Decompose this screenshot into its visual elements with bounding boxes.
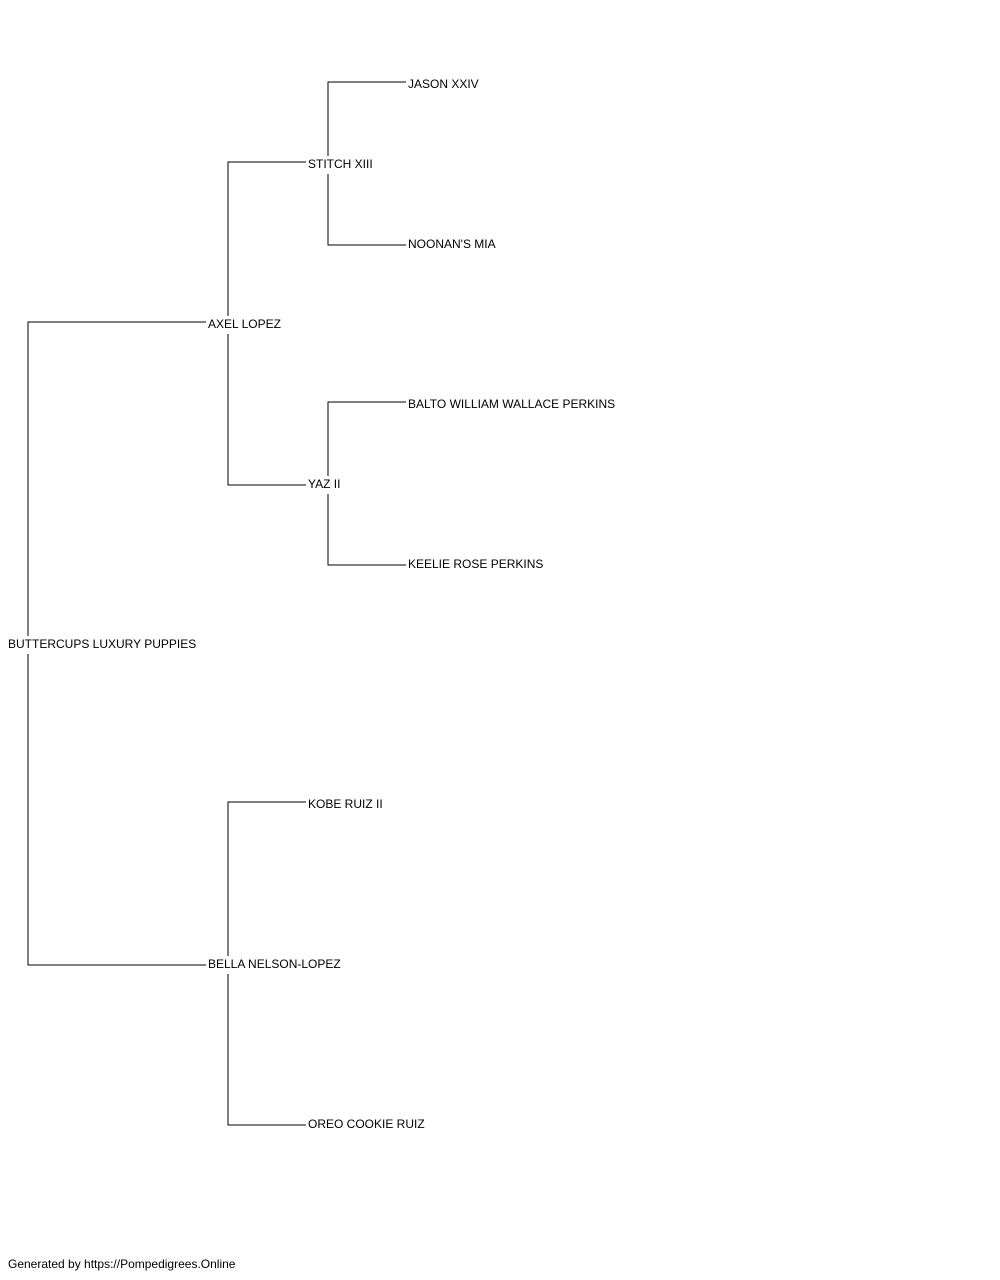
- node-sire-sire-dam: NOONAN'S MIA: [408, 237, 498, 251]
- connector-stitch-dam: [327, 174, 406, 246]
- node-sire-sire: STITCH XIII: [308, 157, 375, 171]
- connector-yaz-sire: [327, 401, 406, 476]
- connector-dam-sire: [227, 801, 306, 956]
- node-sire-dam: YAZ II: [308, 477, 343, 491]
- connector-dam-dam: [227, 974, 306, 1126]
- node-dam-sire: KOBE RUIZ II: [308, 797, 385, 811]
- connector-yaz-dam: [327, 494, 406, 566]
- node-subject: BUTTERCUPS LUXURY PUPPIES: [8, 637, 199, 651]
- node-sire-dam-dam: KEELIE ROSE PERKINS: [408, 557, 546, 571]
- footer-credit: Generated by https://Pompedigrees.Online: [8, 1257, 236, 1271]
- node-sire-sire-sire: JASON XXIV: [408, 77, 481, 91]
- connector-subject-sire: [27, 321, 206, 636]
- connector-subject-dam: [27, 654, 206, 966]
- node-dam: BELLA NELSON-LOPEZ: [208, 957, 343, 971]
- connector-stitch-sire: [327, 81, 406, 156]
- node-sire: AXEL LOPEZ: [208, 317, 283, 331]
- node-dam-dam: OREO COOKIE RUIZ: [308, 1117, 427, 1131]
- connector-sire-dam: [227, 334, 306, 486]
- connector-sire-sire: [227, 161, 306, 316]
- node-sire-dam-sire: BALTO WILLIAM WALLACE PERKINS: [408, 397, 618, 411]
